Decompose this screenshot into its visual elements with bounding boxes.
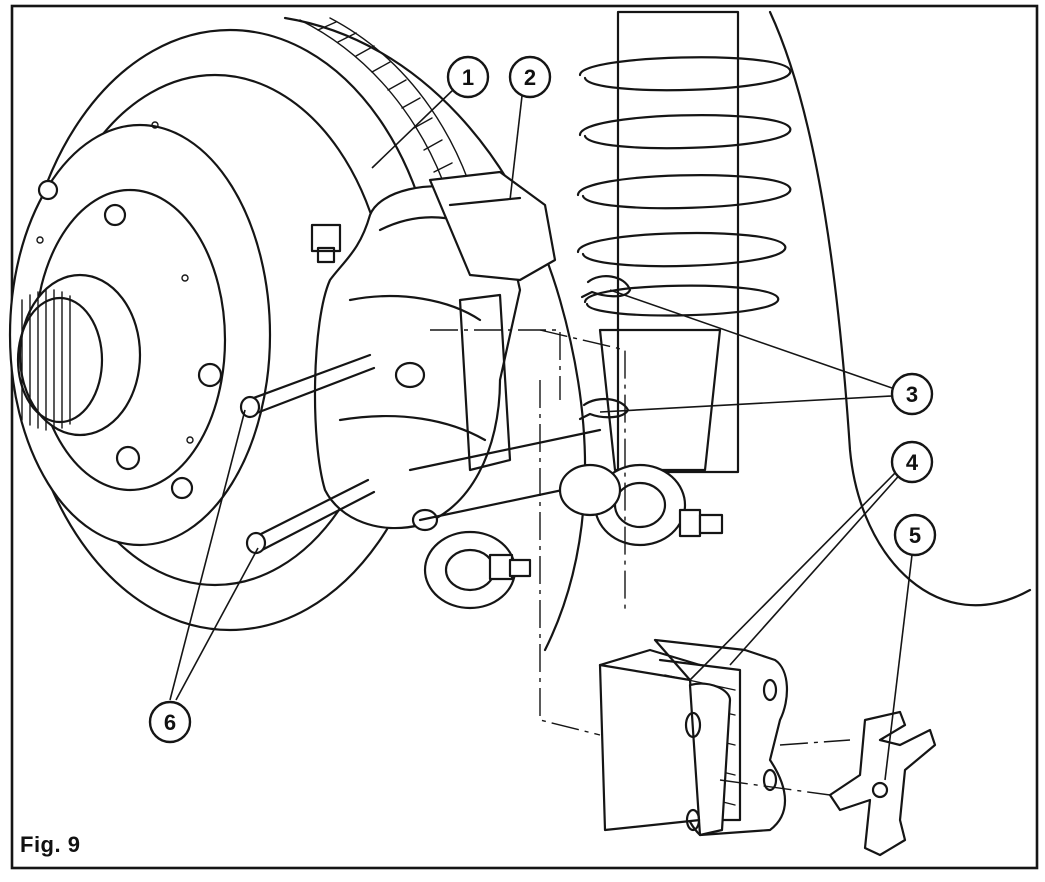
caliper-housing xyxy=(428,170,557,472)
figure-frame xyxy=(10,4,1039,870)
callout-1-label: 1 xyxy=(462,65,474,90)
coil-spring-damper xyxy=(576,10,792,547)
leader-lines xyxy=(169,87,913,781)
callout-6-label: 6 xyxy=(164,710,176,735)
callout-5: 5 xyxy=(893,513,937,557)
figure-caption: Fig. 9 xyxy=(20,832,81,857)
brake-pads xyxy=(598,638,789,837)
callout-2-label: 2 xyxy=(524,65,536,90)
assembly-lines xyxy=(430,329,851,796)
callout-2: 2 xyxy=(508,55,552,99)
callout-4-label: 4 xyxy=(906,450,919,475)
wheel-arch-outline xyxy=(283,16,587,652)
guide-pins xyxy=(239,353,376,555)
callout-4: 4 xyxy=(890,440,934,484)
inner-fender-curve xyxy=(768,10,1032,607)
callout-5-label: 5 xyxy=(909,523,921,548)
wheel-hub xyxy=(8,121,272,547)
anti-rattle-spring xyxy=(828,710,937,857)
callout-6: 6 xyxy=(148,700,192,744)
callout-1: 1 xyxy=(446,55,490,99)
callout-3-label: 3 xyxy=(906,382,918,407)
callout-3: 3 xyxy=(890,372,934,416)
lower-arm-bush xyxy=(408,428,622,610)
